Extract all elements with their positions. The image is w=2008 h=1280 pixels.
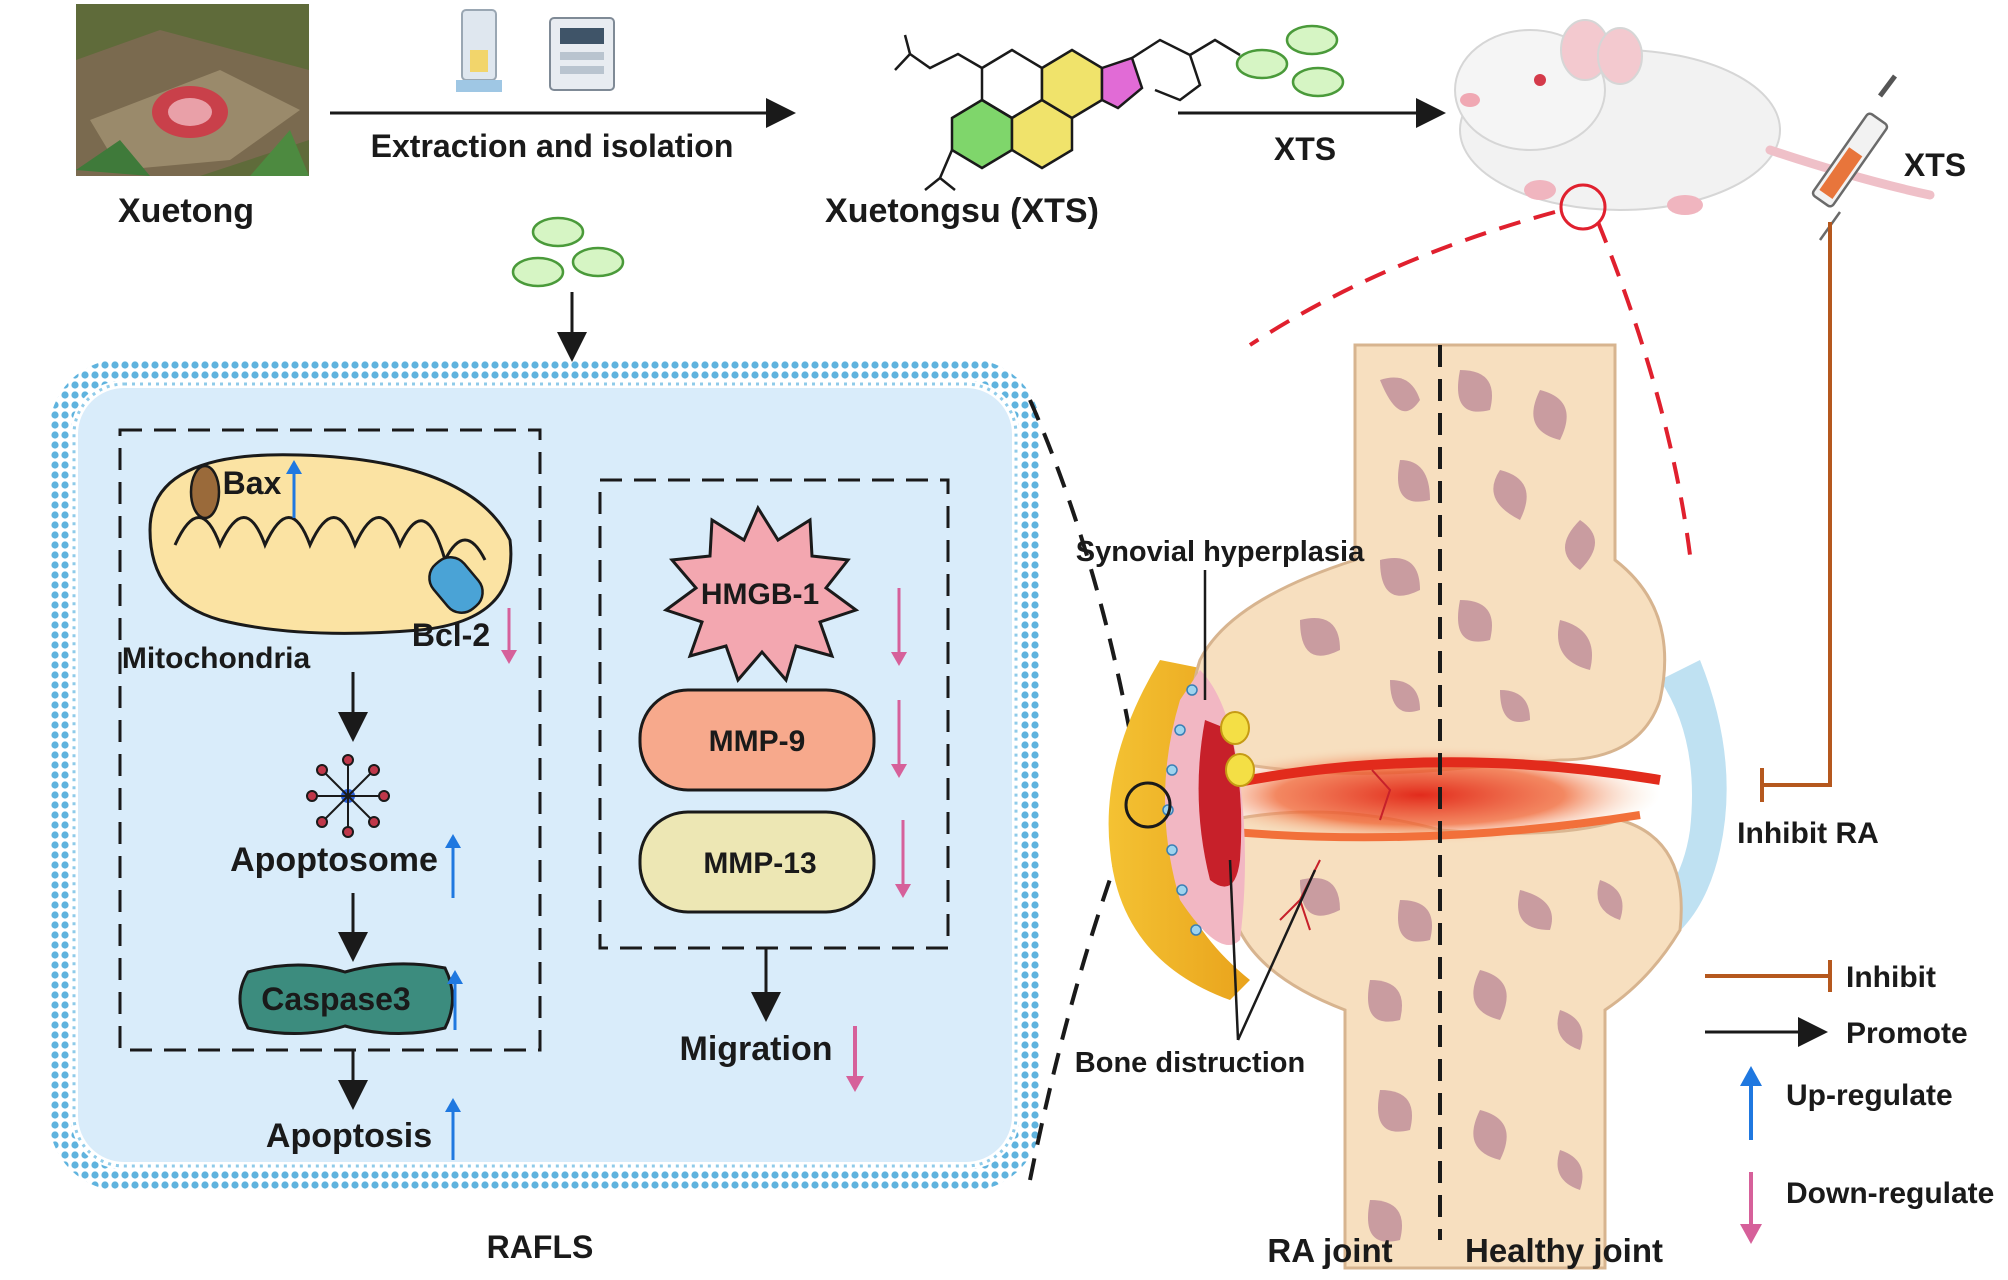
bax-up-arrow [286, 460, 302, 518]
mitochondria-label: Mitochondria [122, 642, 311, 675]
zoom-line-right [1596, 221, 1692, 556]
mmp13-shape [638, 810, 876, 914]
cell-zoom-line-top [1028, 399, 1137, 761]
caspase3-label: Caspase3 [261, 981, 410, 1017]
bcl2-down-arrow [501, 608, 517, 664]
syringe-icon [1811, 74, 1897, 241]
zoom-line-left [1248, 210, 1556, 347]
lab-equipment-icon [456, 9, 615, 92]
apoptosome-label: Apoptosome [230, 841, 438, 879]
inhibit-ra-line [1762, 222, 1832, 787]
legend-inhibit-label: Inhibit [1846, 961, 1936, 994]
legend-up-label: Up-regulate [1786, 1079, 1953, 1112]
migration-down-arrow [846, 1026, 864, 1092]
bone-destruction-label: Bone distruction [1075, 1047, 1305, 1079]
hmgb1-down-arrow [891, 588, 907, 666]
mmp9-shape [638, 688, 876, 792]
xts-treatment-label: XTS [1274, 131, 1336, 167]
xts-pills-cell [511, 216, 625, 288]
apoptosis-panel [118, 428, 542, 1052]
legend-down-label: Down-regulate [1786, 1177, 1994, 1210]
hmgb1-label: HMGB-1 [701, 578, 819, 611]
bone-pointer-2 [1236, 869, 1317, 1041]
hmgb1-shape [662, 504, 860, 684]
mmp13-down-arrow [895, 820, 911, 898]
extraction-label: Extraction and isolation [371, 128, 734, 164]
xts-structure-icon [894, 34, 1241, 191]
migration-panel [598, 478, 950, 950]
synovial-hyperplasia-label: Synovial hyperplasia [1076, 536, 1365, 568]
apoptosome-up-arrow [445, 834, 461, 898]
bax-label: Bax [223, 465, 282, 501]
xts-label: Xuetongsu (XTS) [825, 192, 1099, 230]
xuetong-photo [76, 4, 309, 176]
xts-injection-label: XTS [1904, 147, 1966, 183]
joint-illustration [1108, 343, 1727, 1270]
migration-label: Migration [680, 1030, 833, 1068]
mmp9-label: MMP-9 [709, 725, 806, 758]
synovial-zoom-circle [1124, 781, 1172, 829]
rafls-label: RAFLS [487, 1229, 594, 1265]
legend: Inhibit Promote Up-regulate Down-regulat… [1705, 960, 1994, 1244]
rat-icon [1454, 19, 1935, 215]
legend-up-arrow-head [1740, 1066, 1762, 1086]
xts-pills-top [1235, 24, 1345, 98]
apoptosis-up-arrow [445, 1098, 461, 1160]
caspase3-up-arrow [447, 970, 463, 1030]
caspase3-shape [238, 962, 454, 1036]
healthy-joint-label: Healthy joint [1465, 1232, 1663, 1269]
legend-down-arrow-head [1740, 1224, 1762, 1244]
mitochondria-icon [148, 453, 513, 635]
bcl2-label: Bcl-2 [412, 617, 490, 653]
apoptosome-icon [306, 754, 390, 838]
inhibit-ra-label: Inhibit RA [1737, 817, 1879, 850]
mmp9-down-arrow [891, 700, 907, 778]
joint-highlight-circle [1559, 183, 1607, 231]
bone-pointer-1 [1228, 859, 1240, 1041]
legend-promote-label: Promote [1846, 1017, 1968, 1050]
ra-joint-label: RA joint [1267, 1232, 1392, 1269]
xuetong-label: Xuetong [118, 192, 254, 230]
apoptosis-label: Apoptosis [266, 1117, 432, 1155]
mmp13-label: MMP-13 [703, 847, 816, 880]
